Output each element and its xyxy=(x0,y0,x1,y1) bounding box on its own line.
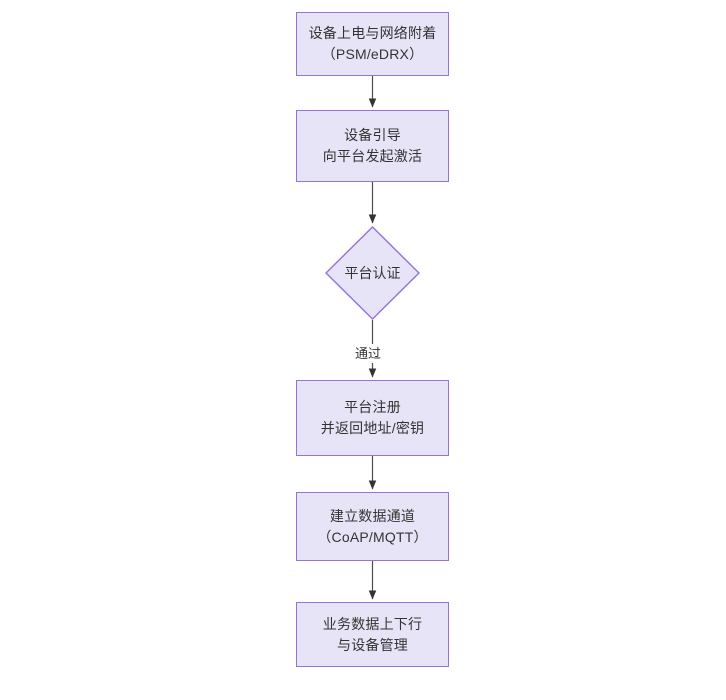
edge-label-pass: 通过 xyxy=(353,344,384,363)
node-device-bootstrap[interactable]: 设备引导 向平台发起激活 xyxy=(296,110,449,182)
node-platform-auth-label: 平台认证 xyxy=(344,264,401,281)
node-establish-data-channel[interactable]: 建立数据通道 （CoAP/MQTT） xyxy=(296,492,449,561)
node-device-power-on[interactable]: 设备上电与网络附着 （PSM/eDRX） xyxy=(296,12,449,76)
node-platform-auth-decision[interactable]: 平台认证 xyxy=(325,226,420,320)
node-business-data-and-device-mgmt[interactable]: 业务数据上下行 与设备管理 xyxy=(296,602,449,667)
node-platform-register[interactable]: 平台注册 并返回地址/密钥 xyxy=(296,380,449,456)
diamond-shape-icon xyxy=(325,226,420,320)
